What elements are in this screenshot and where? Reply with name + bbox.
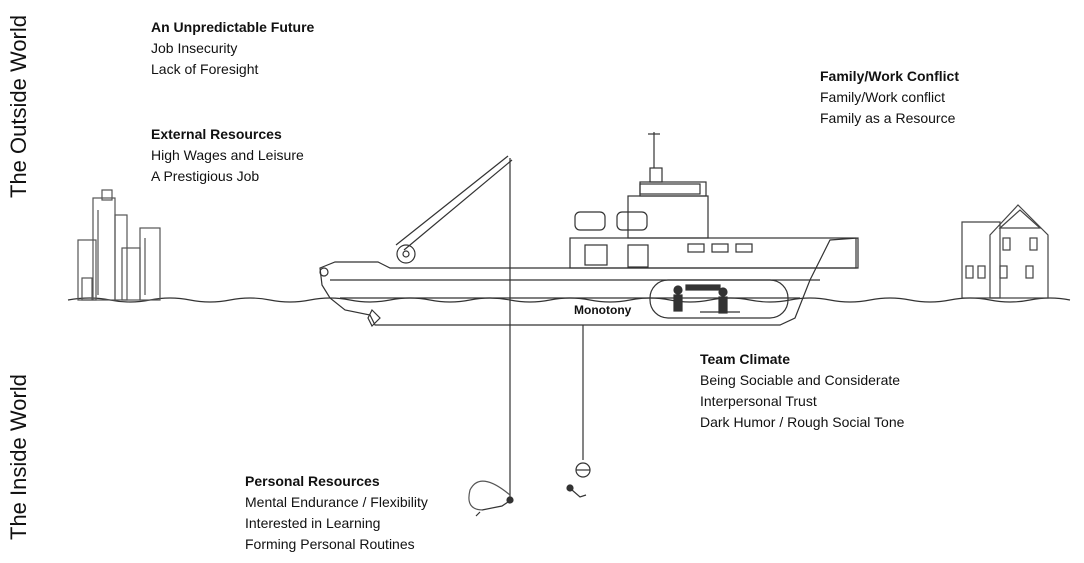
outside-world-label: The Outside World [6,14,31,198]
diver-left [475,496,514,517]
block-item: Being Sociable and Considerate [700,372,901,388]
block-item: Family as a Resource [820,110,956,126]
block-item: A Prestigious Job [151,168,260,184]
block-item: Interested in Learning [245,515,381,531]
crane [395,155,513,500]
block-item: Interpersonal Trust [700,393,817,409]
city-skyline [77,189,161,301]
block-item: Job Insecurity [151,40,238,56]
block-item: High Wages and Leisure [151,147,304,163]
unpredictable-future-block: An Unpredictable Future Job Insecurity L… [151,17,314,80]
ship-superstructure [569,132,857,269]
block-title: An Unpredictable Future [151,19,315,35]
external-resources-block: External Resources High Wages and Leisur… [151,124,304,187]
family-work-conflict-block: Family/Work Conflict Family/Work conflic… [820,66,959,129]
block-item: Mental Endurance / Flexibility [245,494,428,510]
block-title: Team Climate [700,351,790,367]
team-climate-block: Team Climate Being Sociable and Consider… [700,349,904,433]
block-item: Dark Humor / Rough Social Tone [700,414,905,430]
block-item: Forming Personal Routines [245,536,415,552]
house [961,204,1049,299]
block-title: External Resources [151,126,282,142]
crew-cabin [649,279,789,319]
monotony-label: Monotony [574,303,632,317]
personal-resources-block: Personal Resources Mental Endurance / Fl… [245,471,428,555]
diver-umbilical [468,480,511,511]
block-title: Personal Resources [245,473,380,489]
inside-world-label: The Inside World [6,374,31,540]
block-title: Family/Work Conflict [820,68,959,84]
diver-right [566,484,587,498]
block-item: Family/Work conflict [820,89,945,105]
block-item: Lack of Foresight [151,61,259,77]
diving-bell [575,325,591,478]
